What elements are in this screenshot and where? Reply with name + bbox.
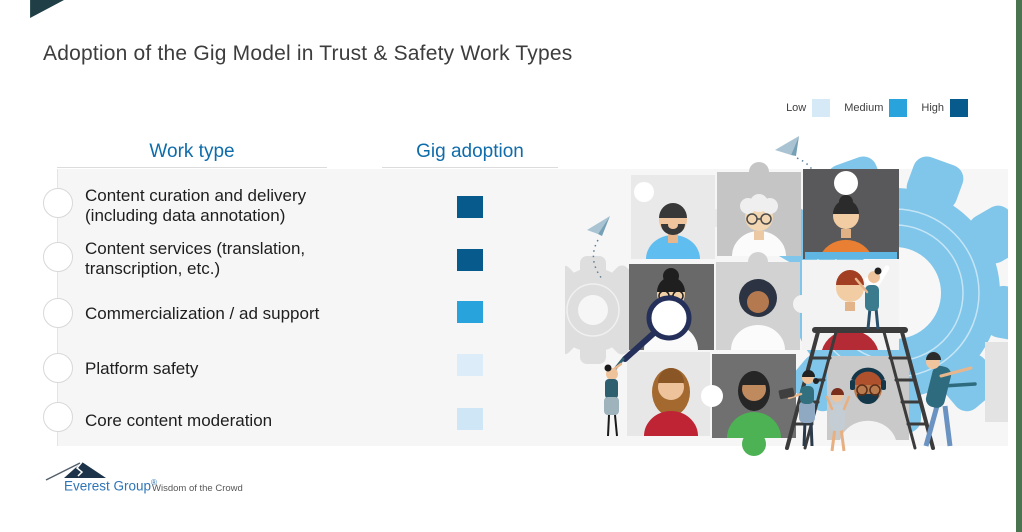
work-type-label: Commercialization / ad support (85, 304, 320, 323)
teamwork-puzzle-illustration (565, 136, 1008, 456)
column-header-work-type: Work type (149, 141, 235, 162)
puzzle-piece-woman-afro (716, 252, 800, 350)
figure-magnifier-woman (604, 357, 625, 437)
puzzle-piece-pushed (985, 342, 1008, 422)
paper-plane-icon (587, 216, 610, 281)
legend-swatch-high (950, 99, 968, 117)
figure-woman-on-ladder (854, 267, 882, 330)
work-type-label: Content services (translation, transcrip… (85, 239, 306, 278)
brand-name: Everest Group (64, 478, 152, 494)
legend-item-low: Low (786, 99, 831, 117)
row-marker-circle (43, 242, 73, 272)
puzzle-piece-woman-green (701, 354, 796, 456)
header-underline-gig-adoption (382, 167, 558, 168)
right-edge-stripe (1016, 0, 1022, 532)
header-underline-work-type (57, 167, 327, 168)
legend-label-low: Low (786, 102, 807, 114)
legend-label-medium: Medium (844, 102, 884, 114)
legend-swatch-medium (889, 99, 908, 117)
column-header-gig-adoption: Gig adoption (416, 141, 524, 162)
legend-label-high: High (921, 102, 944, 114)
puzzle-piece-man-blue (631, 175, 724, 259)
brand-tagline: Wisdom of the Crowd (152, 483, 243, 494)
paper-plane-icon (775, 136, 816, 193)
gray-gear-icon (565, 256, 647, 364)
puzzle-piece-woman-orange (803, 169, 899, 259)
figure-woman-walking (825, 388, 851, 452)
gig-adoption-swatch-high (457, 249, 483, 271)
gig-adoption-swatch-low (457, 408, 483, 430)
work-type-label: Content curation and delivery (including… (85, 186, 307, 225)
gig-adoption-swatch-medium (457, 301, 483, 323)
figure-woman-laptop (778, 370, 819, 447)
row-marker-circle (43, 402, 73, 432)
gig-adoption-swatch-low (457, 354, 483, 376)
row-marker-circle (43, 298, 73, 328)
row-marker-circle (43, 353, 73, 383)
row-marker-circle (43, 188, 73, 218)
legend-swatch-low (812, 99, 831, 117)
gig-adoption-swatch-high (457, 196, 483, 218)
puzzle-piece-elderly (717, 162, 801, 256)
magnifying-glass-icon (622, 295, 692, 362)
legend: Low Medium High (772, 99, 968, 117)
legend-item-high: High (921, 99, 968, 117)
mountain-peak-icon (45, 461, 106, 481)
work-type-label: Core content moderation (85, 411, 273, 430)
work-type-label: Platform safety (85, 359, 199, 378)
figure-man-pushing (923, 352, 977, 447)
corner-ribbon-decoration (30, 0, 64, 18)
legend-item-medium: Medium (844, 99, 908, 117)
registered-mark: ® (151, 478, 157, 487)
puzzle-piece-woman-red (627, 352, 710, 436)
puzzle-piece-man-red (793, 260, 899, 350)
page-title: Adoption of the Gig Model in Trust & Saf… (43, 42, 573, 65)
